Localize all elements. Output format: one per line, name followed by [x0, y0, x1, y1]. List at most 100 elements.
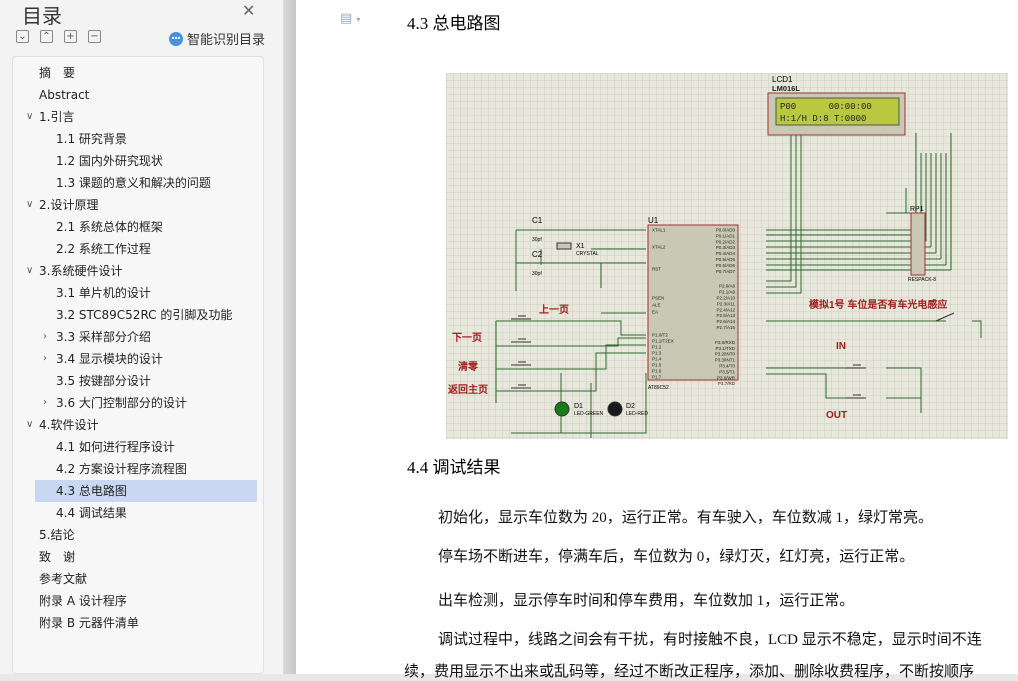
toc-item-label: 3.4 显示模块的设计 — [56, 352, 163, 366]
panel-divider[interactable] — [284, 0, 296, 674]
out-label: OUT — [826, 410, 847, 421]
toc-item[interactable]: 3.5 按键部分设计 — [35, 370, 257, 392]
c1-label: C1 — [532, 216, 543, 225]
sensor-label: 模拟1号 车位是否有车光电感应 — [809, 298, 947, 311]
toc-item[interactable]: 附录 A 设计程序 — [25, 590, 247, 612]
toc-item-label: 3.系统硬件设计 — [39, 264, 123, 278]
add-level-button[interactable]: + — [64, 30, 77, 43]
mcu-pin-label: P3.1/TXD — [715, 346, 735, 351]
mcu-chip — [647, 224, 739, 381]
chevron-down-icon[interactable]: ∨ — [26, 419, 34, 430]
toc-item[interactable]: 附录 B 元器件清单 — [25, 612, 247, 634]
toc-item[interactable]: 1.3 课题的意义和解决的问题 — [35, 172, 257, 194]
toc-item[interactable]: 4.3 总电路图 — [35, 480, 257, 502]
smart-toc-label: 智能识别目录 — [187, 33, 266, 48]
lcd-line-1: P00 00:00:00 — [780, 102, 872, 112]
toc-item[interactable]: 参考文献 — [25, 568, 247, 590]
toc-item[interactable]: › 3.4 显示模块的设计 — [35, 348, 257, 370]
mcu-pin-label: P1.3 — [652, 351, 662, 356]
mcu-model: AT89C52 — [648, 385, 669, 391]
mcu-pin-label: P2.4/A12 — [716, 307, 735, 312]
mcu-pin-label: PSEN — [652, 296, 664, 301]
d1-model: LED-GREEN — [574, 411, 604, 417]
push-buttons — [511, 312, 955, 399]
toc-item[interactable]: 4.1 如何进行程序设计 — [35, 436, 257, 458]
document-icon[interactable]: ▤ ▾ — [340, 11, 361, 26]
toc-item-label: 2.1 系统总体的框架 — [56, 220, 163, 234]
mcu-pin-label: P0.4/AD4 — [716, 251, 736, 256]
collapse-up-button[interactable]: ⌃ — [40, 30, 53, 43]
smart-icon — [169, 31, 183, 46]
toc-item[interactable]: › 3.3 采样部分介绍 — [35, 326, 257, 348]
mcu-pin-label: P3.7/RD — [718, 381, 736, 386]
label-prev-page: 上一页 — [539, 303, 569, 316]
toc-item[interactable]: ∨ 3.系统硬件设计 — [25, 260, 247, 282]
smart-toc-button[interactable]: 智能识别目录 — [169, 29, 265, 48]
toc-item[interactable]: ∨ 1.引言 — [25, 106, 247, 128]
lcd-line-2: H:1/H D:8 T:0000 — [780, 114, 866, 124]
mcu-pin-label: P0.1/AD1 — [716, 233, 736, 238]
lcd-model: LM016L — [772, 84, 800, 93]
toc-item[interactable]: 3.2 STC89C52RC 的引脚及功能 — [35, 304, 257, 326]
toc-item[interactable]: Abstract — [25, 84, 247, 106]
d2-label: D2 — [626, 403, 635, 410]
toc-item-label: 4.软件设计 — [39, 418, 99, 432]
mcu-pin-label: P3.3/INT1 — [715, 358, 736, 363]
toc-item-label: 1.引言 — [39, 110, 75, 124]
toc-item[interactable]: 3.1 单片机的设计 — [35, 282, 257, 304]
toc-item-label: 附录 B 元器件清单 — [39, 616, 139, 630]
rp-name: RP1 — [910, 206, 924, 213]
toc-item[interactable]: 4.2 方案设计程序流程图 — [35, 458, 257, 480]
toc-title: 目录 — [22, 4, 62, 28]
paragraph: 调试过程中，线路之间会有干扰，有时接触不良，LCD 显示不稳定，显示时间不连 — [438, 632, 982, 648]
toc-item[interactable]: 摘 要 — [25, 62, 247, 84]
toc-item[interactable]: 1.2 国内外研究现状 — [35, 150, 257, 172]
toc-item-label: 附录 A 设计程序 — [39, 594, 127, 608]
mcu-pin-label: XTAL2 — [652, 245, 666, 250]
toc-item[interactable]: ∨ 4.软件设计 — [25, 414, 247, 436]
chevron-right-icon[interactable]: › — [43, 353, 47, 364]
toc-item-label: 4.1 如何进行程序设计 — [56, 440, 175, 454]
chevron-right-icon[interactable]: › — [43, 397, 47, 408]
toc-item[interactable]: ∨ 2.设计原理 — [25, 194, 247, 216]
mcu-pin-label: P3.4/T0 — [719, 364, 735, 369]
chevron-right-icon[interactable]: › — [43, 331, 47, 342]
mcu-pin-label: P1.7 — [652, 375, 662, 380]
mcu-pin-label: P0.3/AD3 — [716, 245, 736, 250]
chevron-down-icon[interactable]: ∨ — [26, 265, 34, 276]
expand-down-button[interactable]: ⌄ — [16, 30, 29, 43]
toc-item-label: 3.3 采样部分介绍 — [56, 330, 151, 344]
heading-4-4: 4.4 调试结果 — [407, 458, 501, 477]
toc-item[interactable]: 2.2 系统工作过程 — [35, 238, 257, 260]
c2-label: C2 — [532, 250, 543, 259]
circuit-diagram: P00 00:00:00 H:1/H D:8 T:0000 LCD1 LM016… — [446, 73, 1008, 439]
toc-item[interactable]: 2.1 系统总体的框架 — [35, 216, 257, 238]
mcu-pin-label: P2.5/A13 — [716, 313, 735, 318]
mcu-pin-label: P0.0/AD0 — [716, 228, 736, 233]
rp-model: RESPACK-8 — [908, 277, 936, 283]
mcu-pin-label: P0.2/AD2 — [716, 239, 736, 244]
label-clear: 清零 — [458, 360, 479, 373]
mcu-pin-label: XTAL1 — [652, 228, 666, 233]
toc-item[interactable]: ›3.6 大门控制部分的设计 — [35, 392, 257, 414]
mcu-pin-label: P1.1/T2EX — [652, 339, 674, 344]
c1-value: 30pf — [532, 237, 542, 243]
toc-item-label: 2.设计原理 — [39, 198, 99, 212]
toc-item[interactable]: 1.1 研究背景 — [35, 128, 257, 150]
mcu-pin-label: EA — [652, 310, 658, 315]
toc-item[interactable]: 4.4 调试结果 — [35, 502, 257, 524]
mcu-pin-label: P2.2/A10 — [716, 296, 735, 301]
remove-level-button[interactable]: − — [88, 30, 101, 43]
close-icon[interactable]: ✕ — [242, 1, 256, 20]
chevron-down-icon[interactable]: ∨ — [26, 199, 34, 210]
chevron-down-icon[interactable]: ∨ — [26, 111, 34, 122]
toc-item-label: 参考文献 — [39, 572, 88, 586]
mcu-pin-label: ALE — [652, 303, 661, 308]
toc-item-label: 1.1 研究背景 — [56, 132, 127, 146]
toc-item-label: 4.4 调试结果 — [56, 506, 127, 520]
mcu-pin-label: RST — [652, 267, 661, 272]
toc-item[interactable]: 5.结论 — [25, 524, 247, 546]
toc-item[interactable]: 致 谢 — [25, 546, 247, 568]
